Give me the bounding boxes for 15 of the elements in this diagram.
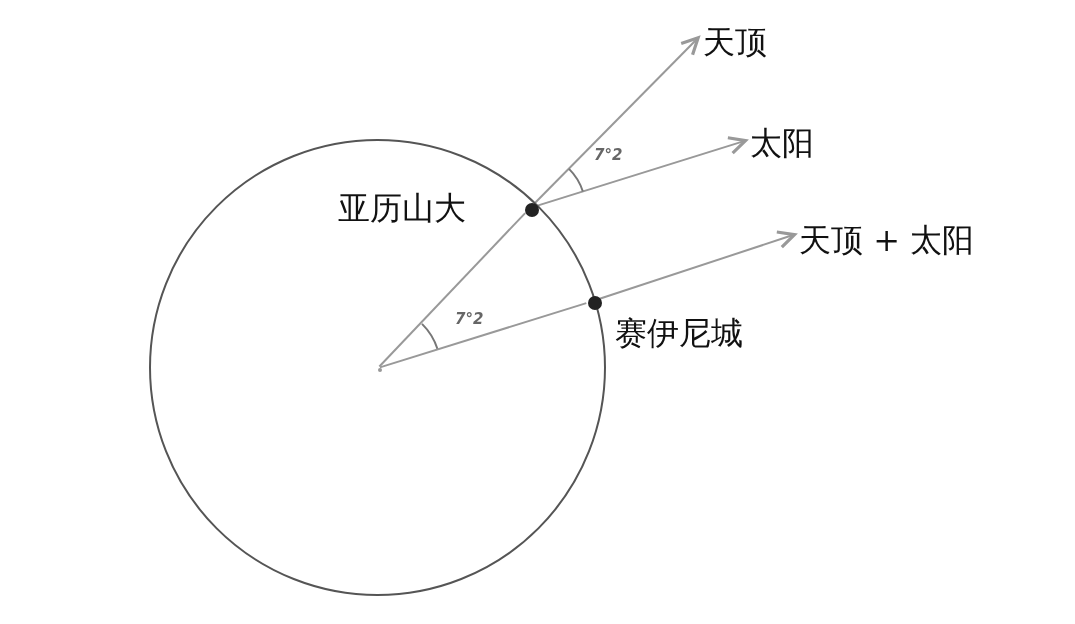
arrow (598, 230, 797, 300)
line (378, 302, 588, 369)
location-dot (588, 296, 602, 310)
center-point (378, 368, 382, 372)
arrow (533, 36, 700, 204)
location-dot (525, 203, 539, 217)
place-label: 亚历山大 (338, 189, 466, 227)
direction-label: 天顶 + 太阳 (798, 221, 976, 259)
angle-mark: 7°2 (566, 144, 628, 198)
arrow (535, 136, 748, 207)
line (378, 212, 527, 368)
direction-label: 天顶 (702, 23, 768, 61)
angle-mark: 7°2 (419, 308, 489, 355)
direction-label: 太阳 (749, 124, 815, 162)
place-label: 赛伊尼城 (615, 314, 743, 352)
